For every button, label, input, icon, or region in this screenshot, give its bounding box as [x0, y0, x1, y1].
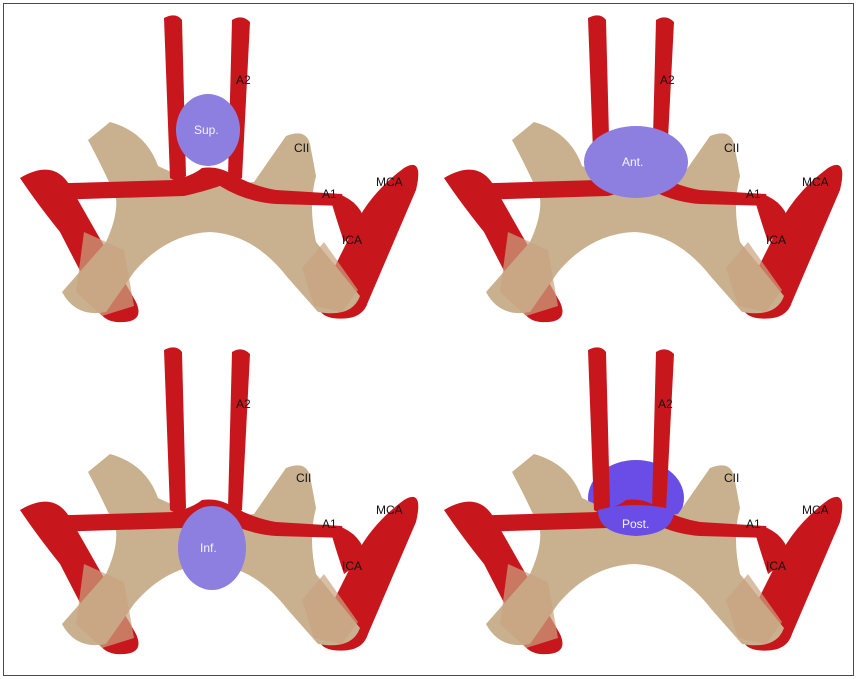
aneurysm-label: Post.: [622, 517, 649, 531]
label-mca: MCA: [802, 175, 829, 189]
label-a2: A2: [658, 397, 673, 411]
panel-inferior: Inf. A2 CII A1 MCA ICA: [6, 338, 426, 668]
panel-superior: Sup. A2 CII A1 MCA ICA: [6, 6, 426, 336]
aneurysm-label: Sup.: [194, 123, 219, 137]
label-a1: A1: [746, 517, 761, 531]
label-cii: CII: [724, 471, 739, 485]
aneurysm-label: Ant.: [622, 155, 643, 169]
label-a2: A2: [660, 73, 675, 87]
aneurysm-label: Inf.: [200, 541, 217, 555]
label-ica: ICA: [766, 233, 786, 247]
label-a1: A1: [746, 187, 761, 201]
label-mca: MCA: [376, 175, 403, 189]
label-a2: A2: [236, 73, 251, 87]
panel-posterior: Post. A2 CII A1 MCA ICA: [430, 338, 850, 668]
label-a1: A1: [322, 517, 337, 531]
label-cii: CII: [294, 141, 309, 155]
label-cii: CII: [724, 141, 739, 155]
label-ica: ICA: [342, 559, 362, 573]
label-cii: CII: [296, 471, 311, 485]
panel-anterior: Ant. A2 CII A1 MCA ICA: [430, 6, 850, 336]
label-mca: MCA: [802, 503, 829, 517]
label-a1: A1: [322, 187, 337, 201]
label-a2: A2: [236, 397, 251, 411]
a2-arteries: [164, 347, 250, 512]
label-ica: ICA: [766, 559, 786, 573]
label-ica: ICA: [342, 233, 362, 247]
label-mca: MCA: [376, 503, 403, 517]
